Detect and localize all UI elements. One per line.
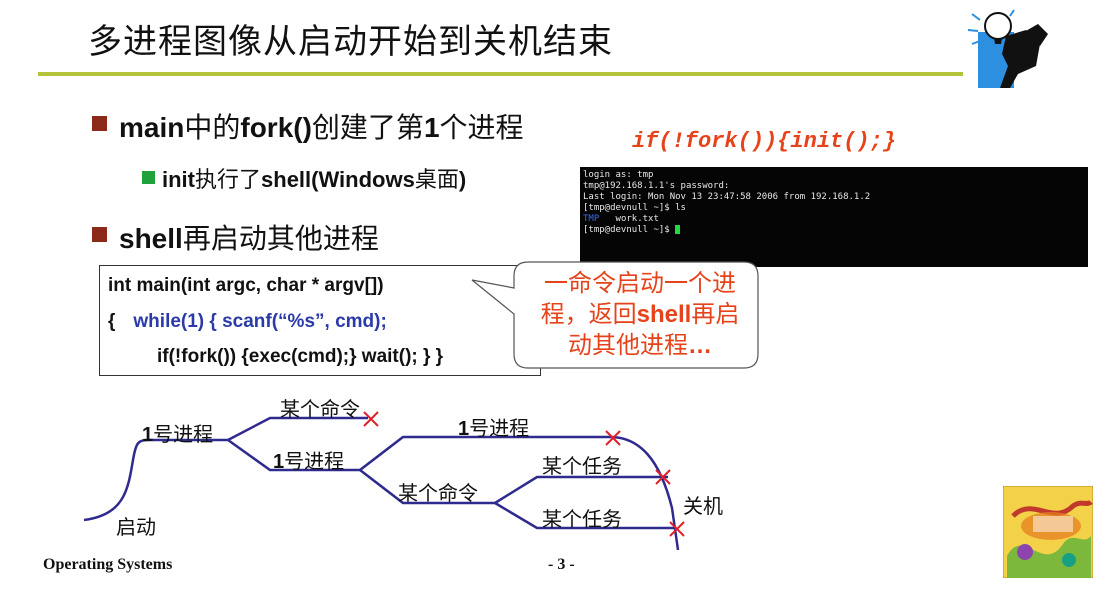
terminal-ls-output: TMP work.txt [583,214,1088,225]
label-text: 号进程 [284,451,345,473]
lightbulb-thinker-icon [967,9,1048,88]
callout-seg: … [688,332,712,359]
termination-marks [363,411,685,537]
label-task1: 某个任务 [542,456,622,478]
code-box: int main(int argc, char * argv[]) { while… [99,265,541,376]
label-cmd2: 某个命令 [398,483,478,505]
bullet-text: main [119,112,185,143]
code-while-loop: while(1) { scanf(“%s”, cmd); [133,311,387,332]
label-start: 启动 [116,517,156,539]
bullet-text: 中的 [184,112,241,143]
label-num: 1 [273,451,285,473]
book-cover-icon [1003,486,1093,578]
footer-page-number: - 3 - [548,556,575,573]
cross-icon [669,521,685,537]
callout-seg: 程，返回 [540,301,637,328]
label-proc1-b: 1号进程 [273,445,344,474]
bullet-main-fork: main中的fork()创建了第1个进程 [119,106,524,146]
code-line-3: if(!fork()) {exec(cmd);} wait(); } } [157,346,444,367]
bullet-text: 个进程 [439,112,524,143]
callout-text: 一命令启动一个进 程，返回shell再启 动其他进程… [520,268,760,361]
callout-seg: 再启 [691,301,740,328]
callout-line: 一命令启动一个进 [544,270,736,297]
bullet-text: shell [119,223,183,254]
bullet-text: ) [458,167,467,192]
callout-seg: 动其他进程 [568,332,688,359]
start-curve [83,438,228,522]
terminal-line: tmp@192.168.1.1's password: [583,181,730,191]
label-proc1-c: 1号进程 [458,412,529,441]
terminal-screenshot: login as: tmp tmp@192.168.1.1's password… [580,167,1088,267]
branch-cmd1 [227,416,368,442]
branch-task1 [494,475,668,505]
terminal-line: [tmp@devnull ~]$ ls [583,203,686,213]
terminal-line: login as: tmp [583,170,654,180]
label-text: 号进程 [153,424,214,446]
code-brace: { [108,311,116,332]
bullet-text: init [162,167,195,192]
title-underline [38,72,963,76]
label-shutdown: 关机 [683,496,723,518]
callout-line: 程，返回shell再启 [520,299,760,330]
label-num: 1 [458,418,470,440]
branch-cmd2 [359,469,495,505]
bullet-text: shell(Windows [261,167,415,192]
terminal-cursor-icon [675,225,681,234]
terminal-line: Last login: Mon Nov 13 23:47:58 2006 fro… [583,192,871,202]
label-cmd1: 某个命令 [280,399,360,421]
cross-icon [363,411,379,427]
bullet-text: 再启动其他进程 [182,223,379,254]
process-diagram [83,411,685,551]
code-line-1: int main(int argc, char * argv[]) [108,275,384,296]
bullet-text: fork() [240,112,312,143]
terminal-file: work.txt [615,214,659,224]
code-line-2: { while(1) { scanf(“%s”, cmd); [108,311,387,333]
callout-line: 动其他进程… [520,330,760,361]
slide-title: 多进程图像从启动开始到关机结束 [88,23,613,61]
bullet-text: 桌面 [414,167,459,192]
terminal-prompt-text: [tmp@devnull ~]$ [583,225,676,235]
init-code-snippet: if(!fork()){init();} [632,129,897,154]
callout-bubble [471,261,759,369]
label-text: 号进程 [469,418,530,440]
bullet-text: 执行了 [195,167,262,192]
terminal-dir: TMP [583,214,600,224]
label-proc1-a: 1号进程 [142,418,213,447]
label-task2: 某个任务 [542,509,622,531]
bullet-square-icon [92,227,107,242]
cross-icon [605,430,621,446]
label-num: 1 [142,424,154,446]
branch-shell1 [227,438,360,472]
bullet-text: 1 [423,112,440,143]
footer-course-name: Operating Systems [43,556,173,573]
bullet-shell-start: shell再启动其他进程 [119,217,379,257]
bullet-square-icon [92,116,107,131]
bullet-text: 创建了第 [311,112,424,143]
branch-shell2 [359,435,680,551]
branch-task2 [494,501,676,530]
terminal-prompt: [tmp@devnull ~]$ [583,225,1088,236]
sub-bullet-init-shell: init执行了shell(Windows桌面) [162,162,466,194]
sub-bullet-square-icon [142,171,155,184]
callout-seg: shell [636,301,692,328]
cross-icon [655,469,671,485]
